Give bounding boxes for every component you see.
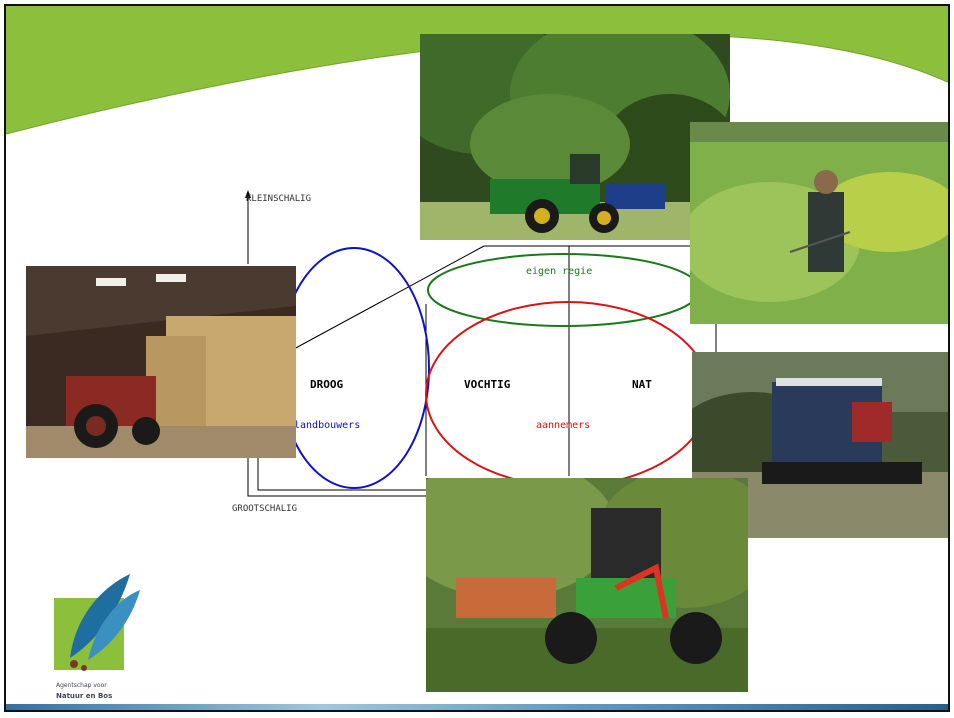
zone-vochtig-label: VOCHTIG (464, 378, 511, 391)
footer-bar (6, 704, 948, 710)
group-eigen-regie-label: eigen regie (526, 266, 593, 277)
photo-tractor-red-arm (426, 478, 748, 692)
photo-green-tractor (420, 34, 730, 240)
logo-line2: Natuur en Bos (56, 692, 113, 700)
photo-red-tractor-barn (26, 266, 296, 458)
agency-logo: Agentschap voor Natuur en Bos (50, 568, 170, 708)
axis-top-label: KLEINSCHALIG (246, 194, 312, 204)
group-aannemers-label: aannemers (536, 420, 591, 431)
axis-bottom-label: GROOTSCHALIG (232, 504, 298, 514)
slide: KLEINSCHALIG GROOTSCHALIG DROOG VOCHTIG … (4, 4, 950, 712)
zone-nat-label: NAT (632, 378, 652, 391)
zone-droog-label: DROOG (310, 378, 344, 391)
photo-person-meadow (690, 122, 948, 324)
logo-line1: Agentschap voor (56, 682, 107, 689)
group-landbouwers-label: landbouwers (294, 420, 361, 431)
